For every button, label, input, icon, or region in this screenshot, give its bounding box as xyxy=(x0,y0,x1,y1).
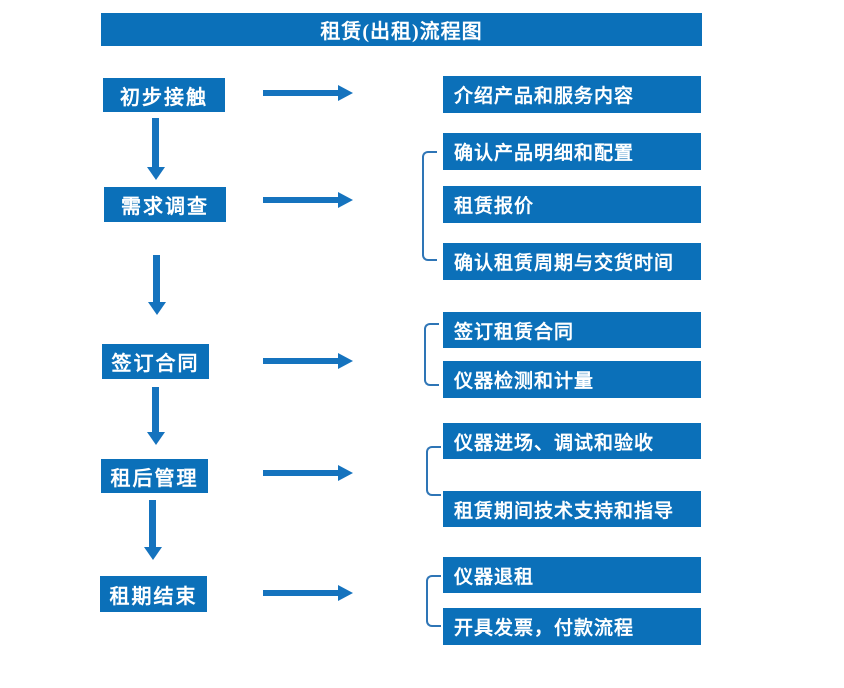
arrow-right-1 xyxy=(263,85,353,101)
arrow-right-2 xyxy=(263,192,353,208)
arrow-head xyxy=(338,192,353,208)
arrow-head xyxy=(144,547,162,560)
arrow-head xyxy=(338,585,353,601)
step-box-sign-contract: 签订合同 xyxy=(102,344,209,379)
bracket-group-3 xyxy=(424,323,439,386)
step-box-demand-survey: 需求调查 xyxy=(104,187,226,222)
arrow-head xyxy=(338,465,353,481)
output-box-instrument-testing: 仪器检测和计量 xyxy=(443,361,701,398)
output-box-confirm-product-details: 确认产品明细和配置 xyxy=(443,133,701,170)
bracket-group-5 xyxy=(426,575,441,627)
arrow-shaft xyxy=(149,500,156,547)
arrow-shaft xyxy=(152,387,159,432)
arrow-head xyxy=(147,167,165,180)
arrow-shaft xyxy=(263,590,339,596)
output-box-sign-rental-contract: 签订租赁合同 xyxy=(443,312,701,348)
arrow-head xyxy=(148,302,166,315)
arrow-down-1 xyxy=(147,118,165,180)
arrow-down-3 xyxy=(147,387,165,445)
arrow-shaft xyxy=(263,470,339,476)
arrow-head xyxy=(147,432,165,445)
output-box-rental-quote: 租赁报价 xyxy=(443,186,701,223)
step-box-rental-end: 租期结束 xyxy=(100,576,207,612)
arrow-shaft xyxy=(263,197,339,203)
step-box-post-rental-management: 租后管理 xyxy=(101,459,208,493)
arrow-right-5 xyxy=(263,585,353,601)
arrow-down-2 xyxy=(148,255,166,315)
bracket-group-2 xyxy=(422,151,437,261)
title-bar: 租赁(出租)流程图 xyxy=(101,13,702,46)
bracket-group-4 xyxy=(426,446,441,496)
output-box-invoice-payment: 开具发票，付款流程 xyxy=(443,608,701,645)
output-box-intro-products-services: 介绍产品和服务内容 xyxy=(443,76,701,113)
arrow-shaft xyxy=(153,255,160,302)
arrow-shaft xyxy=(263,358,339,364)
arrow-head xyxy=(338,85,353,101)
output-box-instrument-setup-acceptance: 仪器进场、调试和验收 xyxy=(443,423,701,459)
arrow-down-4 xyxy=(144,500,162,560)
output-box-instrument-return: 仪器退租 xyxy=(443,557,701,593)
output-box-confirm-period-delivery: 确认租赁周期与交货时间 xyxy=(443,243,701,280)
arrow-shaft xyxy=(263,90,339,96)
output-box-technical-support: 租赁期间技术支持和指导 xyxy=(443,491,701,527)
step-box-initial-contact: 初步接触 xyxy=(103,78,225,112)
arrow-right-4 xyxy=(263,465,353,481)
arrow-shaft xyxy=(152,118,159,167)
arrow-head xyxy=(338,353,353,369)
arrow-right-3 xyxy=(263,353,353,369)
page-title: 租赁(出租)流程图 xyxy=(320,21,483,43)
